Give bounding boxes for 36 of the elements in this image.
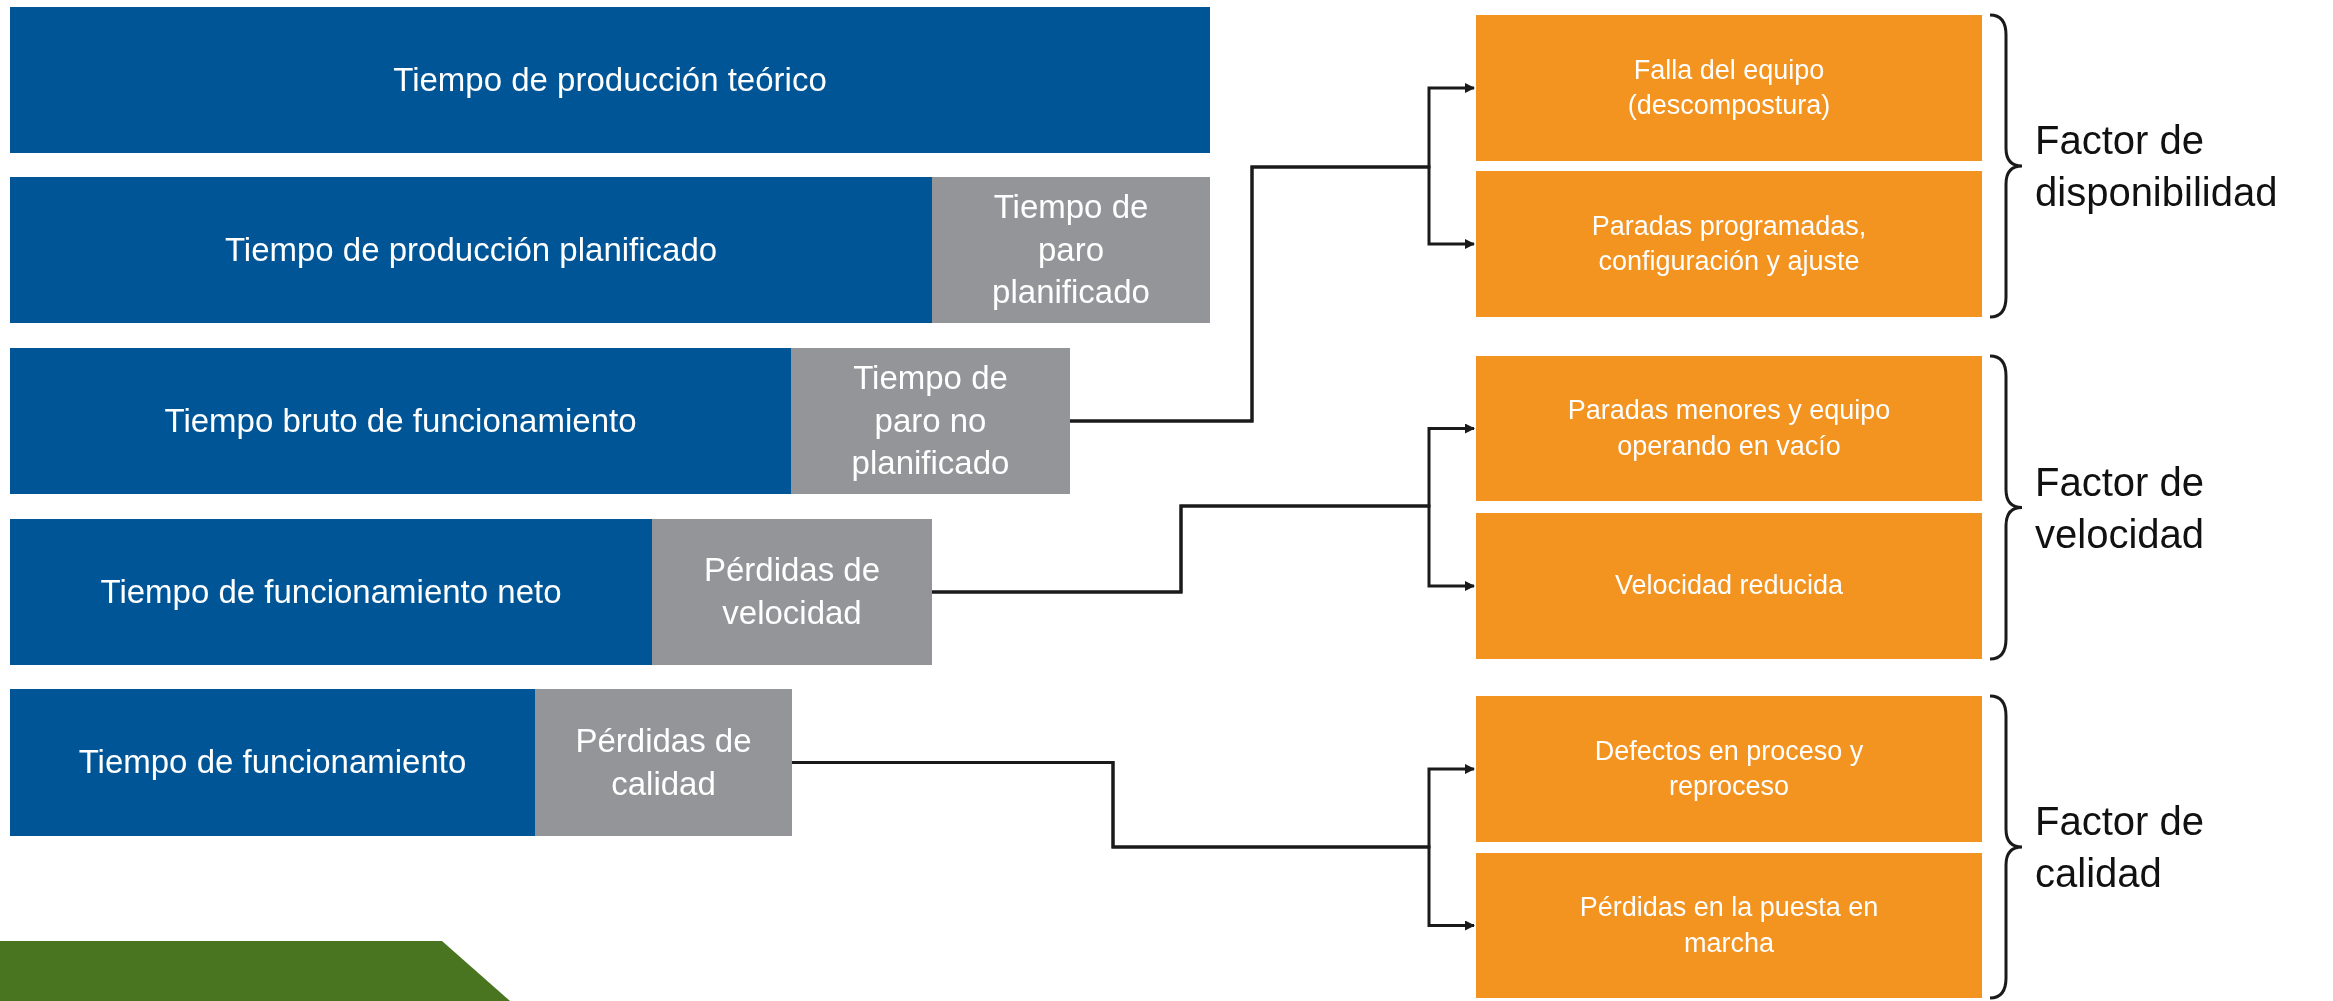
segment-label: Defectos en proceso y reproceso — [1593, 734, 1865, 803]
banner-shape — [0, 941, 510, 1001]
factor-label: Factor de disponibilidad — [2035, 117, 2279, 216]
arrow — [932, 504, 1475, 594]
bar-segment — [1476, 15, 1982, 161]
factor-label: Factor de velocidad — [2035, 458, 2205, 558]
segment-label: Pérdidas en la puesta en marcha — [1578, 891, 1880, 960]
factor-label: Factor de calidad — [2035, 798, 2205, 897]
bar-segment — [10, 689, 535, 836]
bar-segment — [1476, 356, 1982, 501]
bar-segment — [1476, 513, 1982, 659]
bar-segment — [1476, 853, 1982, 998]
bar-segment — [652, 519, 932, 665]
segment-label: Tiempo de funcionamiento neto — [100, 571, 562, 612]
bar-segment — [1476, 171, 1982, 317]
bar-segment — [535, 689, 792, 836]
segment-label: Tiempo de producción planificado — [224, 229, 718, 270]
segment-label: Paradas menores y equipo operando en vacío — [1566, 394, 1892, 463]
bar-segment — [1476, 696, 1982, 842]
segment-label: Tiempo de funcionamiento — [78, 742, 467, 783]
segment-label: Tiempo bruto de funcionamiento — [164, 400, 637, 441]
bar-segment — [791, 348, 1070, 494]
bar-segment — [10, 348, 791, 494]
bar-segment — [10, 519, 652, 665]
arrow — [1070, 165, 1475, 423]
segment-label: Tiempo de producción teórico — [393, 59, 827, 100]
segment-label: Tiempo de paro no planificado — [850, 357, 1011, 484]
bar-segment — [932, 177, 1210, 323]
segment-label: Paradas programadas, configuración y ajuste — [1590, 209, 1868, 278]
bar-segment — [10, 7, 1210, 153]
segment-label: Tiempo de paro planificado — [991, 186, 1151, 313]
bar-segment — [10, 177, 932, 323]
segment-label: Falla del equipo (descompostura) — [1626, 53, 1832, 122]
segment-label: Pérdidas de velocidad — [702, 550, 882, 633]
segment-label: Pérdidas de calidad — [574, 720, 753, 804]
segment-label: Velocidad reducida — [1614, 569, 1844, 603]
